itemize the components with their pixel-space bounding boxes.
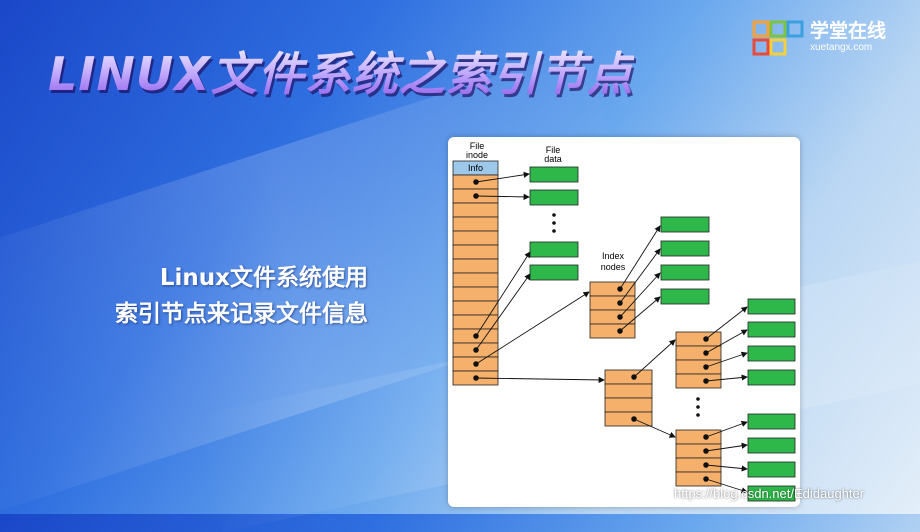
index-node-double-a bbox=[675, 331, 722, 389]
single-indirect-data bbox=[660, 216, 710, 305]
ellipsis-dots-1 bbox=[552, 213, 556, 233]
body-line-2: 索引节点来记录文件信息 bbox=[115, 301, 368, 327]
direct-data-blocks bbox=[529, 166, 579, 281]
slide-body: Linux文件系统使用 索引节点来记录文件信息 bbox=[115, 260, 368, 332]
label-file-data-2: data bbox=[544, 154, 562, 164]
logo-window-icon bbox=[752, 20, 804, 60]
info-label: Info bbox=[468, 163, 483, 173]
index-node-double-top bbox=[604, 369, 653, 427]
body-line-1: Linux文件系统使用 bbox=[159, 265, 368, 291]
label-file-inode-2: inode bbox=[466, 150, 488, 160]
label-file-data-1: File bbox=[546, 145, 561, 155]
xuetangx-logo: 学堂在线 xuetangx.com bbox=[752, 20, 886, 60]
inode-diagram-svg: File inode File data Index nodes Info bbox=[452, 141, 796, 502]
ellipsis-dots-2 bbox=[696, 397, 700, 417]
double-indirect-data bbox=[747, 298, 796, 502]
pointer-arrows bbox=[473, 171, 748, 494]
label-file-inode-1: File bbox=[470, 141, 485, 151]
inode-diagram: File inode File data Index nodes Info bbox=[448, 137, 800, 507]
label-index-nodes-1: Index bbox=[602, 251, 625, 261]
inode-block-cells bbox=[452, 174, 499, 386]
slide-title: LINUX文件系统之索引节点 bbox=[48, 38, 634, 104]
logo-name-en: xuetangx.com bbox=[810, 42, 873, 53]
index-node-single bbox=[589, 281, 636, 339]
logo-name-cn: 学堂在线 bbox=[810, 20, 887, 42]
index-node-double-b bbox=[675, 429, 722, 487]
csdn-watermark: https://blog.csdn.net/Edidaughter bbox=[674, 486, 865, 501]
label-index-nodes-2: nodes bbox=[601, 262, 626, 272]
